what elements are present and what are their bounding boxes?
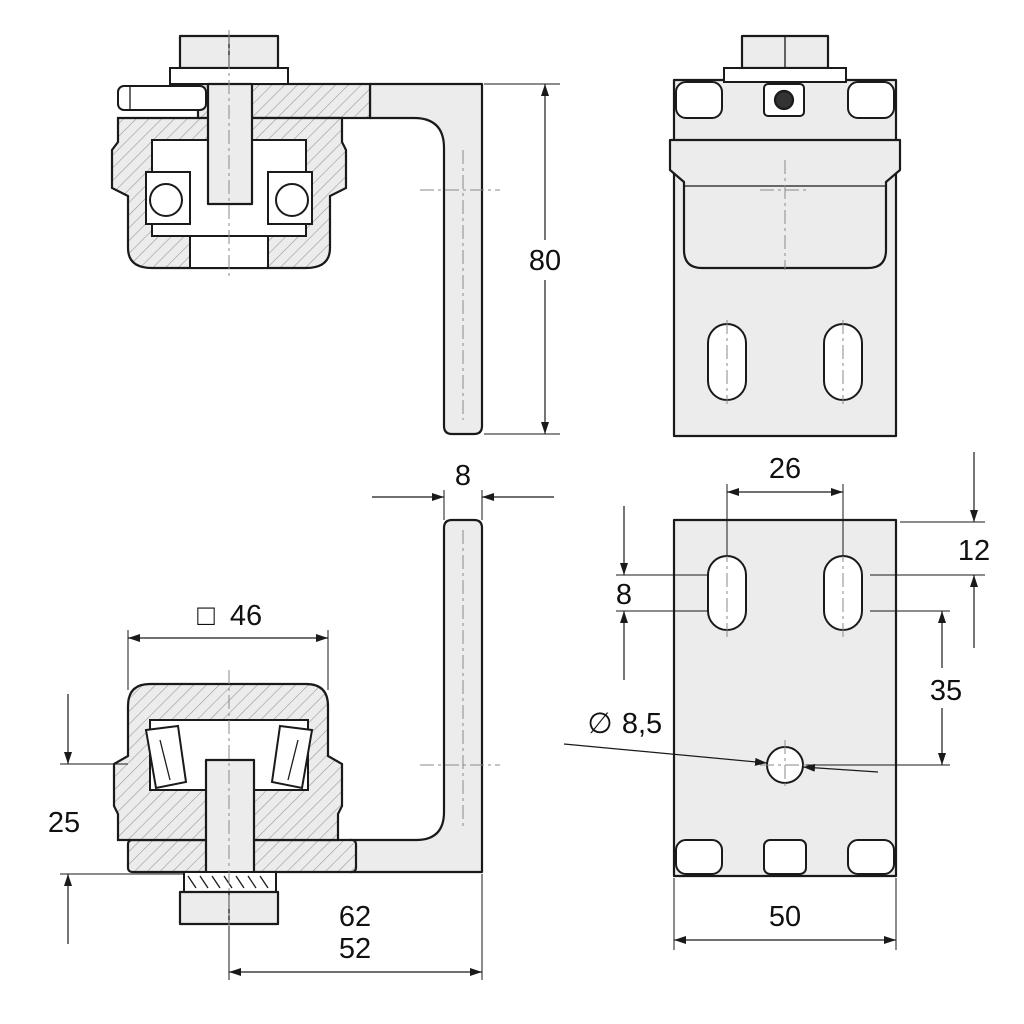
dim-label-8-thickness: 8 xyxy=(455,460,471,492)
dim-label-8-5: 8,5 xyxy=(622,708,662,740)
dimension-12: 12 xyxy=(870,452,990,648)
dimension-26: 26 xyxy=(726,453,844,556)
dimension-diameter-8-5: ∅ 8,5 xyxy=(563,708,879,773)
dimension-8-slot: 8 xyxy=(616,506,708,680)
dimension-25: 25 xyxy=(48,694,184,944)
dim-label-46: 46 xyxy=(230,600,262,632)
dimension-square-46: □ 46 xyxy=(127,600,329,690)
dimension-35: 35 xyxy=(806,610,968,766)
front-view-top xyxy=(668,34,902,438)
side-section-view-bottom xyxy=(112,518,500,930)
dim-label-80: 80 xyxy=(529,245,561,277)
dim-label-35: 35 xyxy=(930,675,962,707)
dim-label-52: 52 xyxy=(339,933,371,965)
dim-label-12: 12 xyxy=(958,535,990,567)
side-section-view-top xyxy=(110,30,500,436)
l-bracket-top xyxy=(368,82,484,436)
dim-label-8-slot: 8 xyxy=(616,579,632,611)
front-view-bottom xyxy=(672,518,898,878)
dim-label-square-symbol: □ xyxy=(197,600,215,632)
dimension-50: 50 xyxy=(673,878,897,950)
tapered-bearing-left xyxy=(144,724,188,790)
tapered-bearing-right xyxy=(270,724,314,790)
shaft-top xyxy=(206,82,254,206)
dim-label-26: 26 xyxy=(769,453,801,485)
ball-bearing-left xyxy=(149,183,183,217)
dim-label-diameter-symbol: ∅ xyxy=(587,708,612,740)
dimension-8-thickness: 8 xyxy=(372,460,554,520)
l-bracket-bottom xyxy=(348,518,484,874)
set-screw xyxy=(117,85,207,111)
dim-label-50: 50 xyxy=(769,901,801,933)
dimension-62-52: 62 52 xyxy=(228,874,483,980)
thread-section xyxy=(183,871,277,893)
ball-bearing-right xyxy=(275,183,309,217)
shaft-bottom xyxy=(204,758,256,876)
dim-label-62: 62 xyxy=(339,901,371,933)
dimension-80: 80 xyxy=(484,83,572,435)
dim-label-25: 25 xyxy=(48,807,80,839)
